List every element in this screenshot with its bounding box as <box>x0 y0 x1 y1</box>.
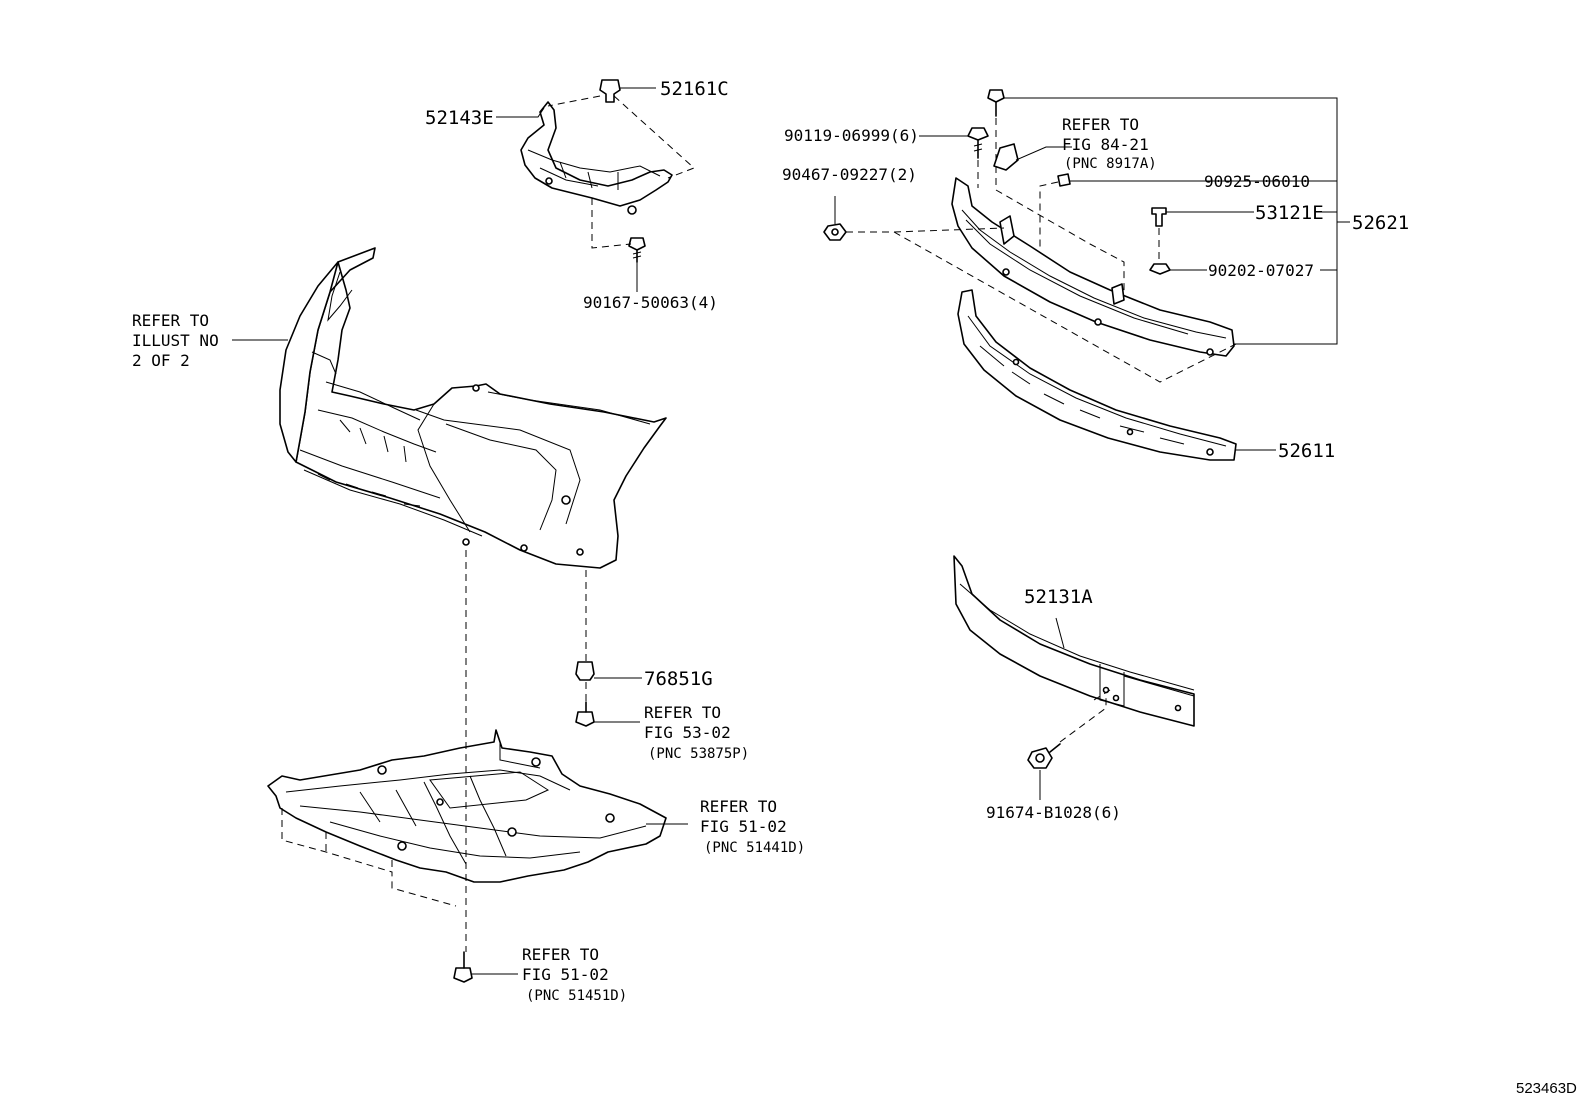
engine-under-cover[interactable] <box>267 729 667 883</box>
screw-90167[interactable] <box>628 237 646 263</box>
label-refer-84-3: (PNC 8917A) <box>1064 156 1157 172</box>
clip-90925[interactable] <box>1057 173 1071 187</box>
screw-51451d[interactable] <box>453 951 473 983</box>
label-refer-51a-3: (PNC 51441D) <box>704 840 805 856</box>
bolt-top-52621[interactable] <box>987 89 1005 117</box>
label-refer-illust-1: REFER TO <box>132 311 209 330</box>
front-bumper-cover[interactable] <box>279 247 667 569</box>
label-refer-51b-3: (PNC 51451D) <box>526 988 627 1004</box>
label-refer-51b-1: REFER TO <box>522 945 599 964</box>
label-53121e: 53121E <box>1255 202 1324 224</box>
label-refer-illust-2: ILLUST NO <box>132 331 219 350</box>
label-90467: 90467-09227(2) <box>782 165 917 184</box>
nut-90467[interactable] <box>823 223 847 241</box>
label-76851g: 76851G <box>644 668 713 690</box>
bumper-reinforcement-52621[interactable] <box>951 177 1235 357</box>
label-refer-84-2: FIG 84-21 <box>1062 135 1149 154</box>
label-refer-84-1: REFER TO <box>1062 115 1139 134</box>
clip-52161c[interactable] <box>599 79 621 103</box>
label-90925: 90925-06010 <box>1204 172 1310 191</box>
bumper-reinforcement-52131a[interactable] <box>953 555 1195 727</box>
label-refer-51a-1: REFER TO <box>700 797 777 816</box>
label-52161c: 52161C <box>660 78 729 100</box>
label-91674: 91674-B1028(6) <box>986 803 1121 822</box>
label-refer-illust-3: 2 OF 2 <box>132 351 190 370</box>
bolt-91674[interactable] <box>1027 743 1061 769</box>
label-52143e: 52143E <box>425 107 494 129</box>
label-refer-53-3: (PNC 53875P) <box>648 746 749 762</box>
diagram-id: 523463D <box>1516 1080 1577 1097</box>
bumper-upper-bracket[interactable] <box>520 101 673 215</box>
bumper-absorber-52611[interactable] <box>957 289 1237 461</box>
label-90119: 90119-06999(6) <box>784 126 919 145</box>
label-refer-53-2: FIG 53-02 <box>644 723 731 742</box>
label-90202: 90202-07027 <box>1208 261 1314 280</box>
label-52611: 52611 <box>1278 440 1335 462</box>
label-52131a: 52131A <box>1024 586 1093 608</box>
label-refer-53-1: REFER TO <box>644 703 721 722</box>
label-52621: 52621 <box>1352 212 1409 234</box>
label-refer-51b-2: FIG 51-02 <box>522 965 609 984</box>
screw-53875p[interactable] <box>575 701 595 727</box>
nut-90202[interactable] <box>1149 263 1171 275</box>
clip-76851g[interactable] <box>575 661 595 681</box>
label-90167: 90167-50063(4) <box>583 293 718 312</box>
label-refer-51a-2: FIG 51-02 <box>700 817 787 836</box>
bolt-90119[interactable] <box>967 127 989 159</box>
clip-53121e[interactable] <box>1151 207 1167 227</box>
bracket-8917a[interactable] <box>993 143 1019 171</box>
